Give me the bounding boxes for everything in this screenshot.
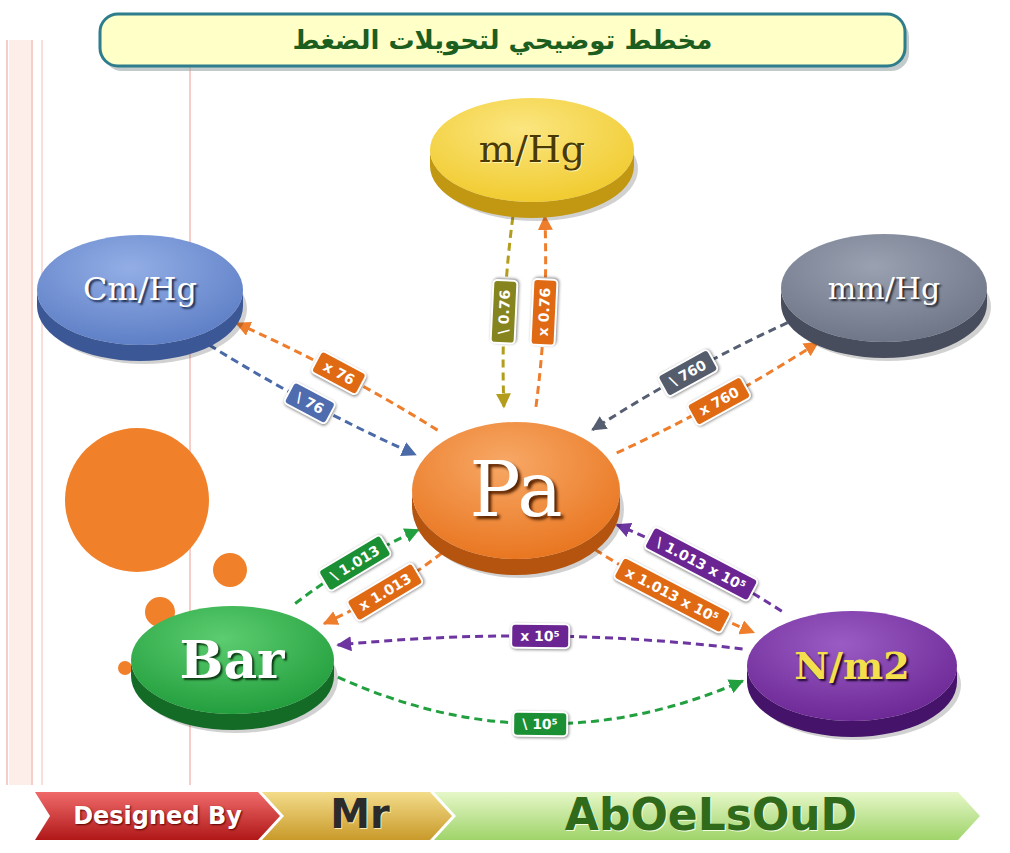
unit-name: Bar bbox=[179, 631, 284, 688]
dashed-arrow bbox=[592, 323, 787, 430]
dashed-arrow bbox=[617, 343, 818, 453]
side-stripe bbox=[6, 40, 8, 785]
dashed-arrow bbox=[237, 323, 438, 430]
footer-slot: Designed By bbox=[45, 792, 270, 840]
pressure-unit-disc: Bar bbox=[130, 605, 335, 731]
disc-face: mm/Hg bbox=[780, 233, 988, 343]
pressure-unit-disc: mm/Hg bbox=[780, 233, 988, 359]
unit-name: N/m2 bbox=[794, 645, 909, 687]
conversion-factor: \ 0.76 bbox=[490, 279, 519, 345]
footer-slot: Mr bbox=[280, 788, 440, 840]
pressure-unit-disc: m/Hg bbox=[429, 97, 635, 219]
disc-face: Pa bbox=[411, 421, 621, 560]
conversion-factor: x 76 bbox=[309, 349, 368, 397]
disc-face: N/m2 bbox=[746, 610, 958, 722]
unit-name: mm/Hg bbox=[828, 272, 940, 305]
decor-circle bbox=[213, 553, 247, 587]
conversion-factor: x 0.76 bbox=[530, 277, 559, 347]
unit-name: m/Hg bbox=[479, 129, 585, 171]
unit-name: Cm/Hg bbox=[83, 272, 197, 307]
footer-banner bbox=[35, 792, 280, 840]
pressure-unit-disc: Cm/Hg bbox=[36, 234, 244, 362]
title-text: مخطط توضيحي لتحويلات الضغط bbox=[293, 25, 713, 55]
pressure-unit-disc: Pa bbox=[411, 421, 621, 576]
footer-slot: AbOeLsOuD bbox=[456, 788, 966, 840]
disc-face: m/Hg bbox=[429, 97, 635, 203]
decor-circle bbox=[65, 428, 209, 572]
title-area: مخطط توضيحي لتحويلات الضغط bbox=[100, 14, 905, 66]
conversion-factor: \ 10⁵ bbox=[512, 711, 568, 738]
side-band bbox=[9, 40, 31, 785]
conversion-factor: \ 76 bbox=[282, 380, 338, 426]
decor-circle bbox=[118, 661, 132, 675]
title-box bbox=[100, 14, 905, 66]
disc-face: Bar bbox=[130, 605, 335, 715]
credit-text: Designed By bbox=[73, 802, 242, 830]
credit-text: AbOeLsOuD bbox=[565, 789, 857, 840]
credit-text: Mr bbox=[330, 791, 390, 837]
unit-name: Pa bbox=[469, 448, 562, 532]
side-stripe bbox=[42, 40, 43, 785]
pressure-unit-disc: N/m2 bbox=[746, 610, 958, 738]
footer-banner bbox=[262, 792, 452, 840]
dashed-arrow bbox=[209, 345, 415, 455]
conversion-factor: x 10⁵ bbox=[510, 623, 570, 650]
disc-face: Cm/Hg bbox=[36, 234, 244, 346]
side-stripe bbox=[31, 40, 33, 785]
